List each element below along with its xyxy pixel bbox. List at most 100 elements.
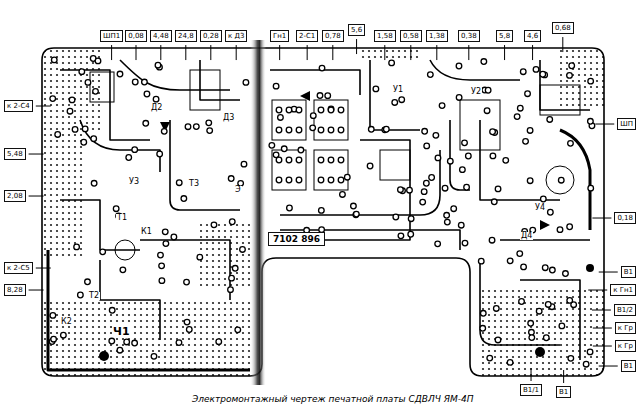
part-label: Д4 xyxy=(520,232,533,240)
solder-pad xyxy=(489,237,495,243)
solder-pad xyxy=(433,133,439,139)
leader-line xyxy=(410,45,411,60)
leader-line xyxy=(593,346,612,347)
solder-pad xyxy=(158,252,164,258)
component-outlines xyxy=(90,70,580,260)
solder-pad xyxy=(72,127,78,133)
solder-pad xyxy=(144,91,150,97)
terminal-text: 0,78 xyxy=(325,32,341,40)
solder-pad xyxy=(325,93,331,99)
terminal-text: 0,68 xyxy=(555,24,571,32)
solder-pad xyxy=(563,271,569,277)
leader-line xyxy=(531,368,532,381)
terminal-text: 4,48 xyxy=(153,32,169,40)
solder-pad xyxy=(420,199,426,205)
terminal-box: В1 xyxy=(621,360,636,372)
terminal-text: к Гр xyxy=(618,324,633,332)
solder-pad xyxy=(384,126,390,132)
solder-pad xyxy=(408,216,414,222)
leader-line xyxy=(136,45,137,60)
solder-pad xyxy=(50,96,56,102)
solder-pad xyxy=(542,265,548,271)
solder-pad xyxy=(424,180,430,186)
terminal-text: 1,38 xyxy=(429,32,445,40)
solder-pad xyxy=(462,240,468,246)
leader-line xyxy=(588,290,607,291)
part-label: Т3 xyxy=(188,180,200,188)
terminal-box: к Гр xyxy=(615,322,636,334)
solder-pad xyxy=(588,118,594,124)
solder-pad xyxy=(126,155,132,161)
solder-pad xyxy=(155,62,161,68)
solder-pad xyxy=(583,361,589,367)
terminal-text: к 2-С5 xyxy=(7,264,30,272)
solder-pad xyxy=(93,89,99,95)
part-label: У3 xyxy=(128,178,140,186)
solder-pad xyxy=(176,180,182,186)
solder-pad xyxy=(328,177,334,183)
solder-pad xyxy=(206,120,212,126)
solder-pad xyxy=(78,292,84,298)
solder-pad xyxy=(132,147,138,153)
solder-pad xyxy=(568,356,574,362)
terminal-text: 0,28 xyxy=(203,32,219,40)
terminal-text: к Д3 xyxy=(228,32,244,40)
solder-pad xyxy=(533,67,539,73)
solder-pad xyxy=(286,177,292,183)
solder-pad xyxy=(435,241,441,247)
solder-pad xyxy=(550,267,556,273)
solder-pad xyxy=(240,247,246,253)
solder-pad xyxy=(338,107,344,113)
solder-pad xyxy=(276,127,282,133)
solder-pad xyxy=(241,161,247,167)
solder-pad xyxy=(296,177,302,183)
solder-pad xyxy=(296,157,302,163)
terminal-text: 8,28 xyxy=(7,286,23,294)
solder-pad xyxy=(61,332,67,338)
solder-pad xyxy=(494,306,500,312)
solder-pad xyxy=(435,155,441,161)
solder-pad xyxy=(421,189,427,195)
terminal-text: 7102 896 xyxy=(273,234,320,244)
solder-pad xyxy=(143,121,149,127)
leader-line xyxy=(592,310,611,311)
solder-pad xyxy=(495,337,501,343)
solder-pad xyxy=(558,177,564,183)
leader-line xyxy=(563,370,564,383)
solder-pad xyxy=(523,139,529,145)
solder-pad xyxy=(525,91,531,97)
terminal-text: В1 xyxy=(624,362,633,370)
solder-pad xyxy=(318,107,324,113)
solder-pad xyxy=(587,349,593,355)
terminal-box: 5,8 xyxy=(496,30,513,42)
terminal-box: В1/2 xyxy=(614,304,636,316)
solder-pad xyxy=(338,127,344,133)
solder-pad xyxy=(229,275,235,281)
leader-line xyxy=(504,45,505,60)
terminal-box: 0,28 xyxy=(200,30,222,42)
solder-pad xyxy=(296,127,302,133)
solder-pad xyxy=(310,125,316,131)
solder-pad xyxy=(442,185,448,191)
solder-pad xyxy=(171,234,177,240)
solder-pad xyxy=(235,327,241,333)
leader-line xyxy=(599,366,618,367)
terminal-text: к Гр xyxy=(618,342,633,350)
leader-line xyxy=(332,45,333,60)
part-label: У4 xyxy=(534,204,546,212)
solder-pad xyxy=(528,321,534,327)
solder-pad xyxy=(407,187,413,193)
solder-pad xyxy=(444,213,450,219)
leader-line xyxy=(36,268,51,269)
leader-line xyxy=(599,272,618,273)
solder-pad xyxy=(520,69,526,75)
solder-pad xyxy=(495,186,501,192)
solder-pad xyxy=(344,174,350,180)
leader-line xyxy=(29,196,44,197)
solder-pad xyxy=(328,127,334,133)
solder-pad xyxy=(458,222,464,228)
terminal-text: Гн1 xyxy=(273,32,286,40)
copper-traces xyxy=(48,60,590,370)
solder-pad xyxy=(151,354,157,360)
solder-pad xyxy=(503,158,509,164)
